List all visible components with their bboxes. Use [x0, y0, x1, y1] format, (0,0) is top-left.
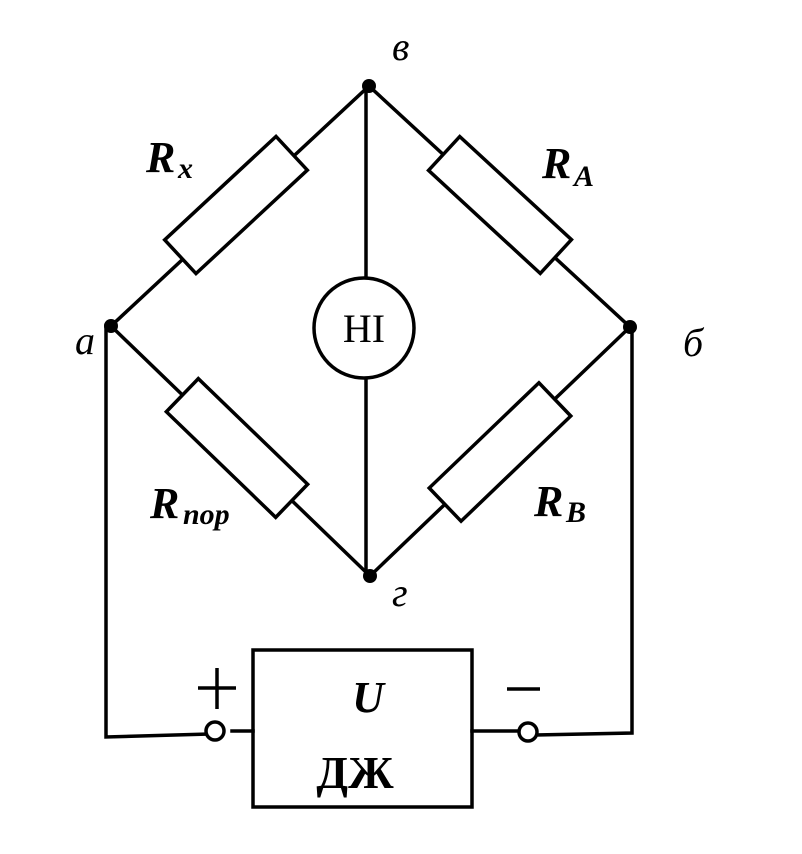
- label-rb: R B: [533, 477, 586, 529]
- svg-text:пор: пор: [183, 498, 230, 531]
- node-label-top: в: [392, 24, 409, 69]
- resistor-rb: [426, 380, 574, 524]
- label-rpor: R пор: [149, 479, 230, 531]
- node-label-bottom: г: [392, 570, 408, 615]
- svg-text:R: R: [533, 477, 563, 526]
- source-name-label: ДЖ: [316, 747, 394, 798]
- node-right: [623, 320, 637, 334]
- node-bottom: [363, 569, 377, 583]
- label-rx: R x: [145, 133, 193, 185]
- svg-text:x: x: [177, 152, 193, 185]
- null-indicator-circle: [312, 276, 416, 380]
- plus-terminal: [204, 720, 226, 742]
- wire-b-to-minus-terminal: [535, 325, 634, 737]
- minus-terminal: [517, 721, 539, 743]
- resistor-ra: [426, 134, 574, 276]
- null-indicator-label: НІ: [343, 306, 385, 351]
- resistor-rpor: [163, 376, 311, 520]
- source-box: [251, 648, 474, 809]
- svg-text:R: R: [149, 479, 179, 528]
- node-top: [362, 79, 376, 93]
- svg-text:R: R: [145, 133, 175, 182]
- wire-a-to-plus-terminal: [104, 324, 210, 739]
- svg-text:A: A: [572, 160, 594, 193]
- svg-text:B: B: [565, 496, 586, 529]
- node-label-left: а: [75, 318, 95, 363]
- resistor-rx: [162, 133, 310, 277]
- plus-sign: [198, 668, 236, 709]
- node-label-right: б: [683, 320, 705, 365]
- source-voltage-label: U: [352, 673, 386, 722]
- label-ra: R A: [541, 139, 594, 193]
- svg-text:R: R: [541, 139, 571, 188]
